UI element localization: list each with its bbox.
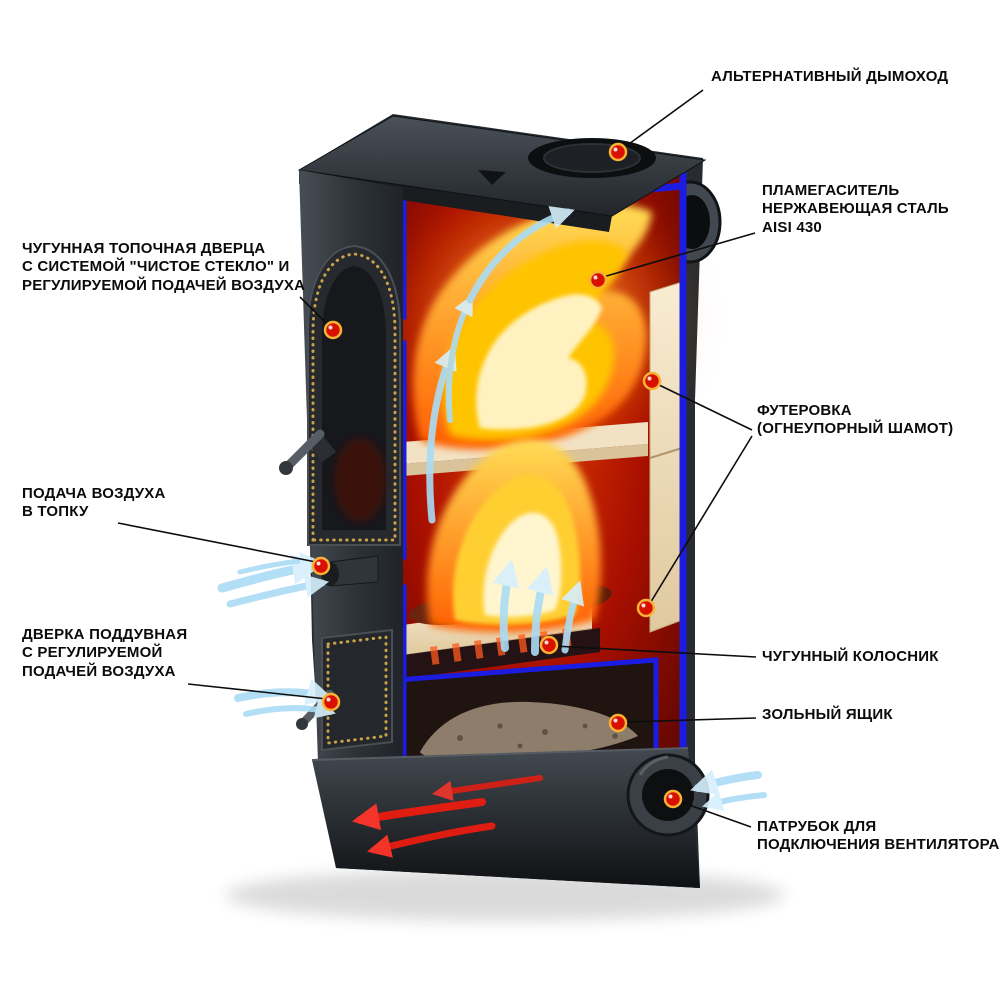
callout-dot bbox=[663, 789, 683, 809]
callout-dots bbox=[311, 142, 683, 809]
lining-right-column bbox=[649, 281, 683, 633]
ash-pile bbox=[420, 701, 638, 762]
label-air-supply: ПОДАЧА ВОЗДУХА В ТОПКУ bbox=[22, 485, 166, 521]
leader-lines bbox=[117, 89, 757, 828]
flame-upper bbox=[413, 204, 652, 450]
label-alternative-chimney: АЛЬТЕРНАТИВНЫЙ ДЫМОХОД bbox=[711, 68, 949, 85]
label-lining: ФУТЕРОВКА (ОГНЕУПОРНЫЙ ШАМОТ) bbox=[757, 402, 954, 438]
label-grate: ЧУГУННЫЙ КОЛОСНИК bbox=[762, 648, 939, 665]
top-v-notch bbox=[478, 170, 506, 185]
label-ash-box: ЗОЛЬНЫЙ ЯЩИК bbox=[762, 706, 893, 723]
callout-dot bbox=[323, 320, 343, 340]
base-plinth bbox=[311, 747, 700, 888]
label-furnace-door: ЧУГУННАЯ ТОПОЧНАЯ ДВЕРЦА С СИСТЕМОЙ "ЧИС… bbox=[22, 240, 306, 294]
callout-dot bbox=[608, 142, 628, 162]
door-gold-beading bbox=[311, 252, 397, 542]
callout-dot bbox=[608, 713, 628, 733]
callout-dot bbox=[636, 598, 656, 618]
air-flow-arrows-red bbox=[351, 775, 543, 858]
door-handle bbox=[279, 429, 336, 475]
label-flame-arrester: ПЛАМЕГАСИТЕЛЬ НЕРЖАВЕЮЩАЯ СТАЛЬ AISI 430 bbox=[762, 182, 949, 236]
ash-drawer bbox=[397, 662, 654, 772]
furnace-door bbox=[307, 244, 401, 546]
label-ash-door: ДВЕРКА ПОДДУВНАЯ С РЕГУЛИРУЕМОЙ ПОДАЧЕЙ … bbox=[22, 626, 188, 680]
callout-dot bbox=[321, 692, 341, 712]
callout-dot bbox=[642, 371, 662, 391]
callout-dot bbox=[311, 556, 331, 576]
callout-dot bbox=[588, 270, 608, 290]
callout-dot bbox=[539, 635, 559, 655]
flue-recess bbox=[528, 138, 656, 178]
label-fan-socket: ПАТРУБОК ДЛЯ ПОДКЛЮЧЕНИЯ ВЕНТИЛЯТОРА bbox=[757, 818, 1000, 854]
